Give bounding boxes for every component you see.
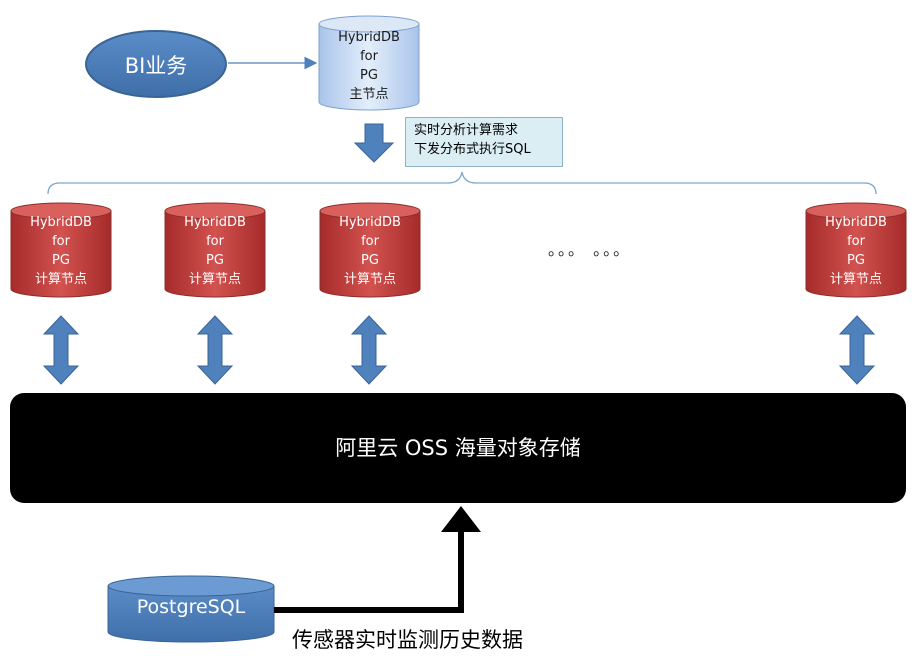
double-arrow-3 — [350, 315, 388, 385]
compute-node-cylinder-1 — [10, 202, 112, 298]
compute-node-cylinder-3 — [319, 202, 421, 298]
oss-storage-bar — [10, 393, 906, 503]
compute-node-cylinder-4 — [805, 202, 907, 298]
sensor-data-caption: 传感器实时监测历史数据 — [292, 628, 523, 652]
bi-label: BI业务 — [124, 54, 188, 78]
double-arrow-4 — [838, 315, 876, 385]
compute-node-label-1: HybridDB for PG 计算节点 — [30, 215, 92, 287]
double-arrow-2 — [196, 315, 234, 385]
bi-ellipse — [85, 30, 227, 98]
postgres-cylinder — [107, 575, 275, 643]
compute-node-cylinder-2 — [164, 202, 266, 298]
postgres-arrow-head — [441, 506, 481, 532]
compute-node-label-3: HybridDB for PG 计算节点 — [339, 215, 401, 287]
compute-node-label-4: HybridDB for PG 计算节点 — [825, 215, 887, 287]
postgres-to-storage-arrow — [274, 528, 464, 613]
dispatch-note: 实时分析计算需求 下发分布式执行SQL — [405, 117, 563, 167]
master-node-cylinder — [318, 15, 420, 111]
double-arrow-1 — [42, 315, 80, 385]
master-node-label: HybridDB for PG 主节点 — [338, 30, 400, 102]
master-down-arrow — [353, 123, 395, 163]
compute-brace — [47, 171, 877, 195]
oss-storage-label: 阿里云 OSS 海量对象存储 — [335, 436, 581, 460]
compute-node-label-2: HybridDB for PG 计算节点 — [184, 215, 246, 287]
postgres-label: PostgreSQL — [136, 596, 246, 618]
more-nodes-ellipsis: 。。。 。。。 — [548, 240, 632, 259]
